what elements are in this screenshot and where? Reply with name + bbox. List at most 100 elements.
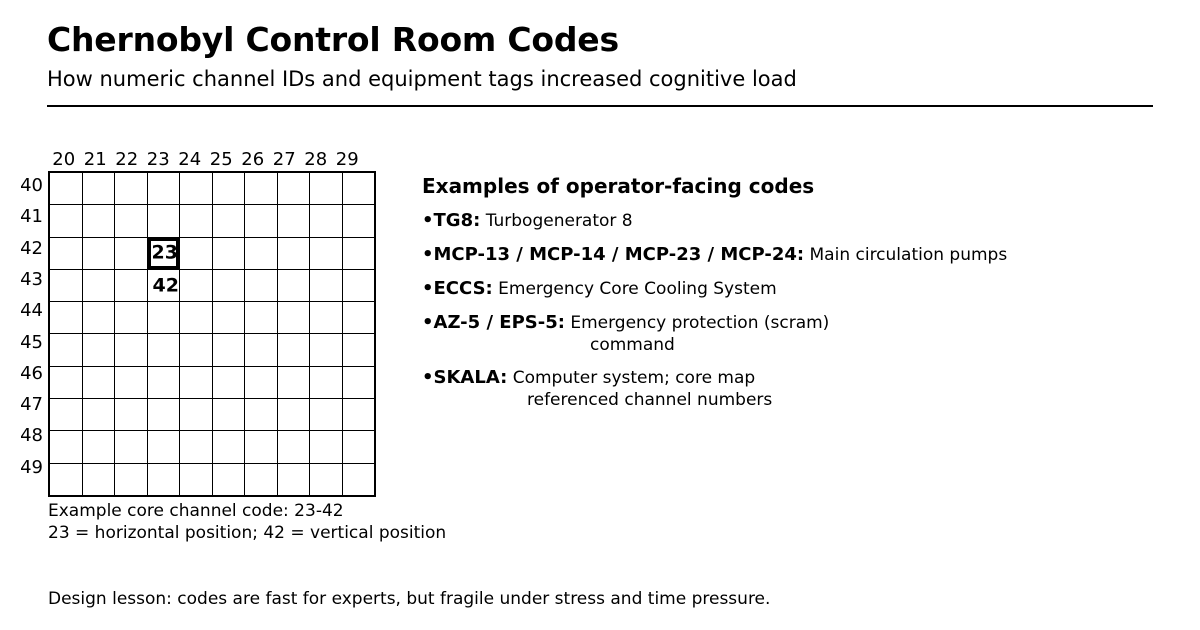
core-map-cell[interactable] [309,333,343,367]
core-map-cell[interactable] [114,462,148,497]
core-map-cell[interactable] [309,462,343,497]
core-map-cell[interactable] [81,333,115,367]
core-map-cell[interactable] [309,398,343,432]
core-map-cell[interactable]: 23 [146,236,180,270]
core-map-cell[interactable] [276,462,310,497]
core-map-cell[interactable] [276,365,310,400]
core-map-cell[interactable] [276,171,310,206]
core-map-cell[interactable] [244,171,278,206]
core-map-cell[interactable] [309,204,343,238]
core-map-cell[interactable] [341,171,376,206]
core-map-cell[interactable] [48,268,83,303]
core-map-cell[interactable] [179,204,213,238]
core-map-cell[interactable] [114,430,148,464]
core-map-cell[interactable] [179,398,213,432]
core-map-cell[interactable] [211,365,245,400]
core-map-cell[interactable] [114,398,148,432]
core-map-cell[interactable] [309,268,343,303]
core-map-cell[interactable] [309,430,343,464]
core-map-cell[interactable] [244,365,278,400]
core-map-cell[interactable] [81,268,115,303]
core-map-cell[interactable] [341,236,376,270]
core-map-cell[interactable] [309,171,343,206]
core-map-cell[interactable] [48,236,83,270]
core-map-cell[interactable] [146,430,180,464]
core-map-cell[interactable] [276,204,310,238]
core-map-cell[interactable] [179,462,213,497]
core-map-cell[interactable] [179,365,213,400]
core-map-cell[interactable] [276,268,310,303]
core-map-cell[interactable] [146,301,180,335]
core-map-cell[interactable] [146,398,180,432]
core-map-cell[interactable] [48,365,83,400]
core-map-cell[interactable] [81,171,115,206]
core-map-cell[interactable] [244,301,278,335]
core-map-cell[interactable] [48,333,83,367]
core-map-cell[interactable] [114,236,148,270]
core-map-cell[interactable] [341,268,376,303]
core-map-cell[interactable] [309,236,343,270]
core-map-cell[interactable] [81,430,115,464]
core-map-cell[interactable] [179,268,213,303]
core-map-cell[interactable] [276,333,310,367]
core-map-cell[interactable] [211,462,245,497]
core-map-cell[interactable] [341,398,376,432]
core-map-cell[interactable] [81,301,115,335]
core-map-cell[interactable] [179,333,213,367]
core-map-cell[interactable] [81,236,115,270]
core-map-cell[interactable] [146,171,180,206]
core-map-cell[interactable] [48,171,83,206]
core-map-cell[interactable] [244,236,278,270]
core-map-cell[interactable] [81,398,115,432]
core-map-cell[interactable] [341,365,376,400]
core-map-cell[interactable] [114,333,148,367]
core-map-cell[interactable] [146,204,180,238]
core-map-cell[interactable]: 42 [146,268,180,303]
core-map-cell[interactable] [48,430,83,464]
core-map-cell[interactable] [146,333,180,367]
core-map-cell[interactable] [211,236,245,270]
core-map-cell[interactable] [48,398,83,432]
core-map-cell[interactable] [179,301,213,335]
core-map-cell[interactable] [276,398,310,432]
core-map-cell[interactable] [341,462,376,497]
core-map-cell[interactable] [114,365,148,400]
core-map-cell[interactable] [114,301,148,335]
core-map-cell[interactable] [341,430,376,464]
core-map-cell[interactable] [211,398,245,432]
core-map-cell[interactable] [341,204,376,238]
core-map-cell[interactable] [114,171,148,206]
core-map-cell[interactable] [146,365,180,400]
core-map-cell[interactable] [81,365,115,400]
core-map-cell[interactable] [211,171,245,206]
core-map-cell[interactable] [114,268,148,303]
core-map-cell[interactable] [179,171,213,206]
core-map-cell[interactable] [341,301,376,335]
core-map-cell[interactable] [48,301,83,335]
core-map-cell[interactable] [179,236,213,270]
core-map-cell[interactable] [276,301,310,335]
core-map-cell[interactable] [211,333,245,367]
core-map-cell[interactable] [244,430,278,464]
core-map-cell[interactable] [309,365,343,400]
core-map-cell[interactable] [211,204,245,238]
core-map-cell[interactable] [276,236,310,270]
core-map-cell[interactable] [244,204,278,238]
core-map-cell[interactable] [179,430,213,464]
core-map-cell[interactable] [146,462,180,497]
core-map-cell[interactable] [244,462,278,497]
core-map-cell[interactable] [341,333,376,367]
core-map-cell[interactable] [276,430,310,464]
core-map-cell[interactable] [48,462,83,497]
core-map-cell[interactable] [244,268,278,303]
core-map-cell[interactable] [211,430,245,464]
core-map-cell[interactable] [114,204,148,238]
core-map-cell[interactable] [211,301,245,335]
core-map-cell[interactable] [81,204,115,238]
core-map-cell[interactable] [48,204,83,238]
core-map-cell[interactable] [309,301,343,335]
core-map-cell[interactable] [211,268,245,303]
core-map-cell[interactable] [244,333,278,367]
core-map-cell[interactable] [81,462,115,497]
